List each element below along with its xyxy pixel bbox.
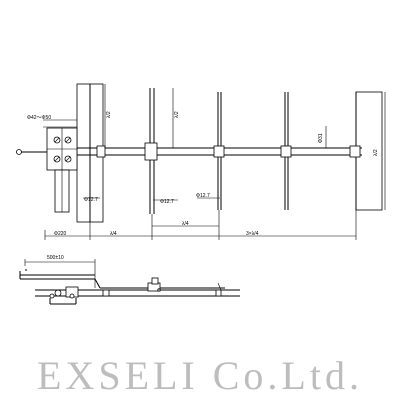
dim-boom-diameter-left: Φ12.7 <box>84 197 98 203</box>
dim-spacing-total: 3×λ/4 <box>246 231 259 237</box>
dim-side-view-cable: 500±10 <box>47 255 64 261</box>
dim-spacing-2: λ/4 <box>182 221 189 227</box>
dim-reflector-length: λ/2 <box>106 111 112 118</box>
dim-spacing-1: λ/4 <box>110 231 117 237</box>
dim-element-1-length: λ/2 <box>174 111 180 118</box>
boom <box>16 142 362 161</box>
dim-boom-diameter-right: Φ12.7 <box>196 193 210 199</box>
mount-bracket <box>46 127 78 213</box>
dim-mount-diameter: Φ42～Φ50 <box>27 115 51 121</box>
dim-spacing-mount: Φ220 <box>54 231 67 237</box>
dim-director-length: λ/2 <box>373 149 379 156</box>
side-view <box>19 259 240 305</box>
dim-boom-height: Φ31 <box>318 133 324 143</box>
company-name: EXSELI Co.Ltd. <box>37 353 363 398</box>
dim-boom-diameter-mid: Φ12.7 <box>160 199 174 205</box>
dimension-lines <box>43 84 386 240</box>
